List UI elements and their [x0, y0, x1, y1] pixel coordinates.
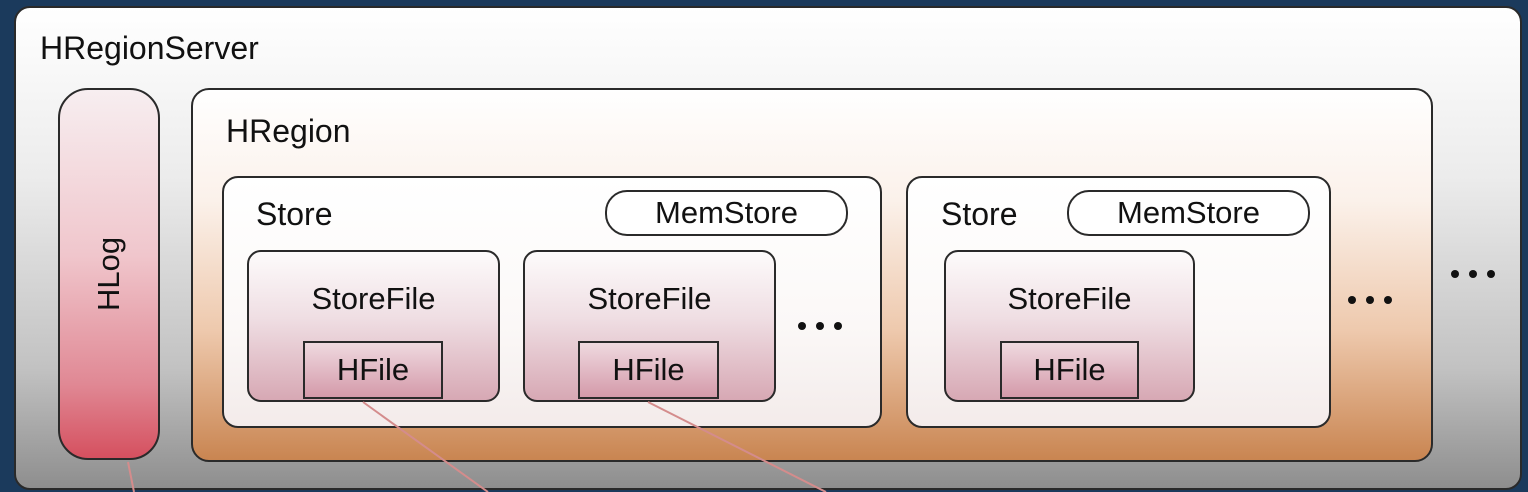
hlog-connector-line	[127, 461, 135, 492]
storefile-label: StoreFile	[587, 281, 712, 316]
store-label: Store	[256, 196, 333, 232]
store-label: Store	[941, 196, 1018, 232]
hlog-box	[58, 88, 160, 460]
more-storefiles-ellipsis	[798, 322, 842, 330]
hfile-box: HFile	[1000, 341, 1139, 399]
memstore-box: MemStore	[1067, 190, 1310, 236]
hfile-connector-line	[647, 401, 827, 492]
more-stores-ellipsis	[1348, 296, 1392, 304]
storefile-label: StoreFile	[311, 281, 436, 316]
more-regions-ellipsis	[1451, 270, 1495, 278]
hregion-label: HRegion	[226, 113, 351, 149]
memstore-box: MemStore	[605, 190, 848, 236]
storefile-label: StoreFile	[1007, 281, 1132, 316]
hfile-box: HFile	[303, 341, 443, 399]
hfile-box: HFile	[578, 341, 719, 399]
hregionserver-label: HRegionServer	[40, 30, 259, 66]
hfile-connector-line	[362, 401, 489, 492]
